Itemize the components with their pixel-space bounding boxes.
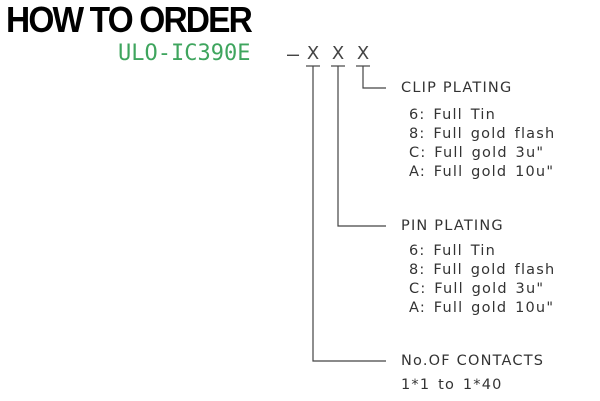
- pin-leader-line: [337, 66, 386, 227]
- pin-option: 6: Full Tin: [409, 243, 496, 259]
- clip-plating-heading: CLIP PLATING: [401, 80, 513, 96]
- clip-option: A: Full gold 10u": [409, 164, 555, 180]
- part-number-base: ULO-IC390E: [118, 41, 251, 66]
- slot-clip-plating: X: [356, 43, 370, 64]
- clip-leader-line: [362, 66, 386, 89]
- pin-option: A: Full gold 10u": [409, 300, 555, 316]
- pin-option: C: Full gold 3u": [409, 281, 545, 297]
- clip-option: 6: Full Tin: [409, 107, 496, 123]
- clip-option: 8: Full gold flash: [409, 126, 556, 142]
- contacts-range: 1*1 to 1*40: [401, 377, 503, 393]
- part-number-separator: –: [287, 42, 300, 66]
- contacts-heading: No.OF CONTACTS: [401, 353, 545, 369]
- contacts-leader-line: [312, 66, 386, 362]
- clip-option: C: Full gold 3u": [409, 145, 545, 161]
- pin-plating-heading: PIN PLATING: [401, 218, 504, 234]
- pin-option: 8: Full gold flash: [409, 262, 556, 278]
- how-to-order-title: HOW TO ORDER: [6, 0, 253, 40]
- slot-pin-plating: X: [331, 43, 345, 64]
- slot-contacts: X: [306, 43, 320, 64]
